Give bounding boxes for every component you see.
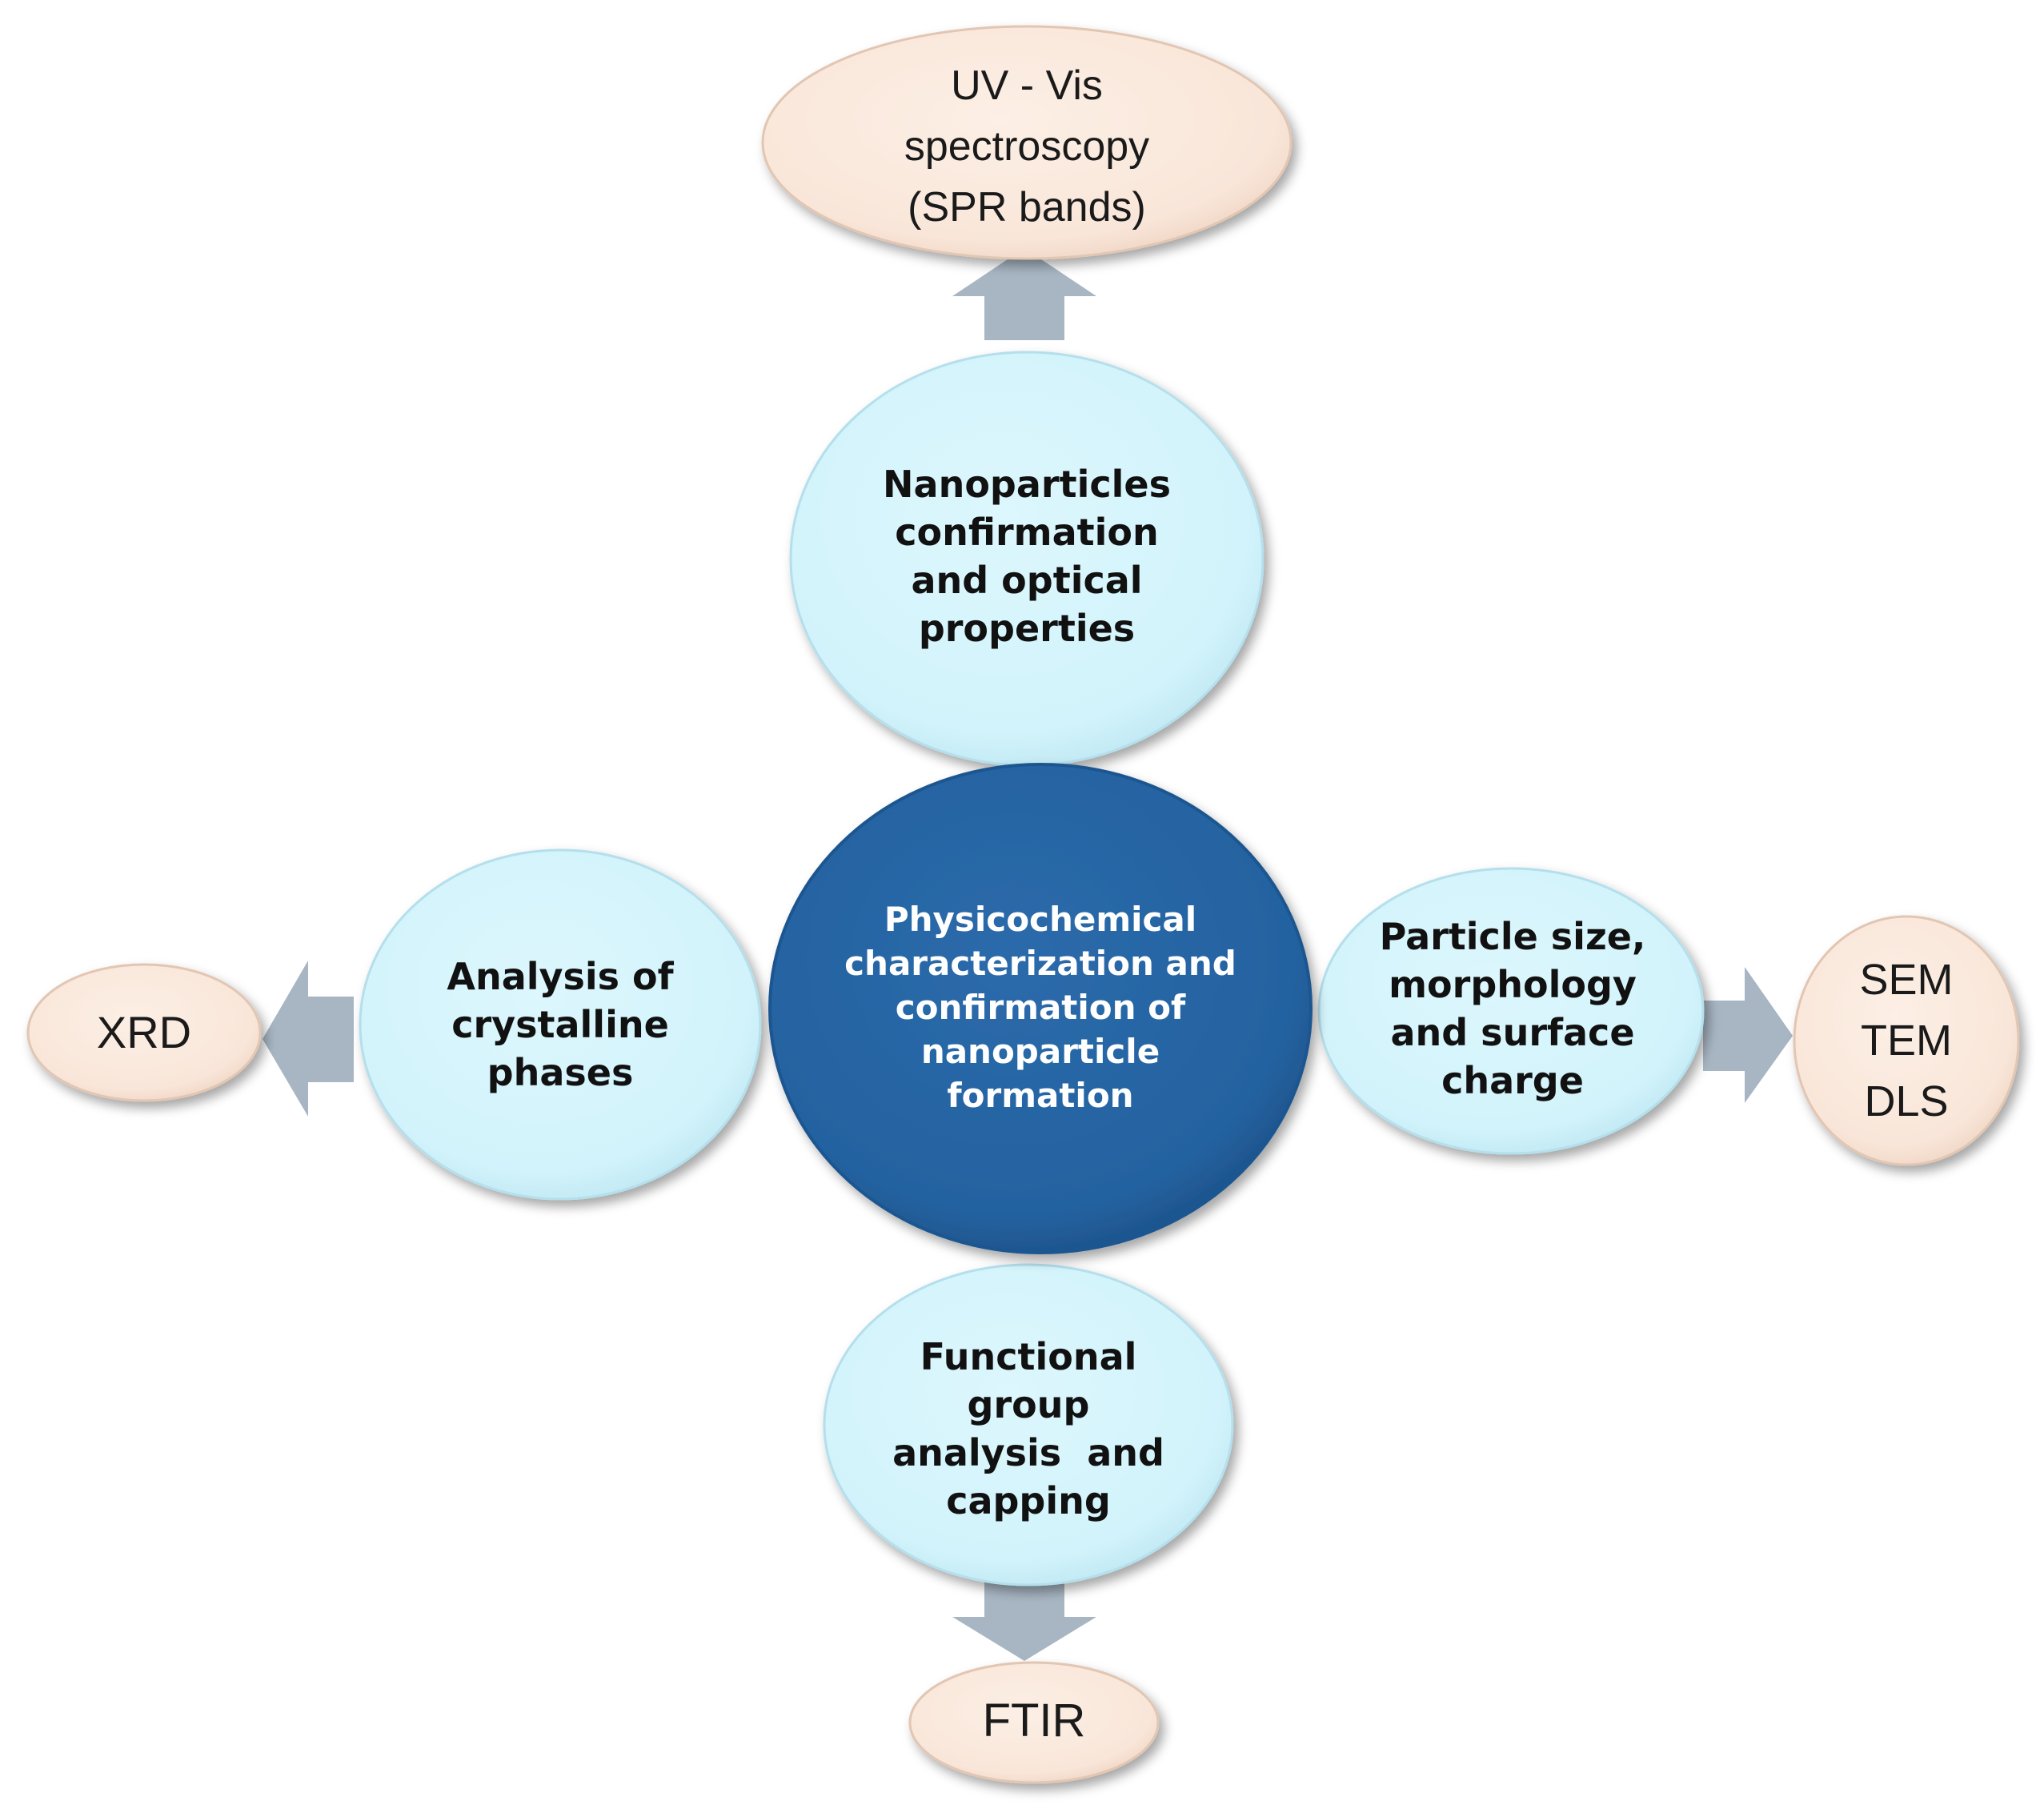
crystalline-line-1: Analysis of [447, 955, 674, 998]
center-line-3: confirmation of [895, 987, 1186, 1027]
property-node-particle-size [1317, 867, 1705, 1155]
property-node-functional-group [823, 1263, 1234, 1586]
arrow-left [263, 961, 354, 1117]
property-label-optical: Nanoparticles confirmation and optical p… [835, 452, 1219, 660]
technique-node-xrd [26, 963, 262, 1102]
center-line-5: formation [947, 1075, 1134, 1115]
technique-node-uv-vis [761, 25, 1293, 260]
technique-label-xrd: XRD [48, 989, 240, 1077]
technique-node-ftir [908, 1661, 1160, 1784]
ftir-line-1: FTIR [982, 1695, 1086, 1747]
crystalline-line-2: crystalline [451, 1003, 669, 1046]
optical-line-4: properties [918, 607, 1136, 650]
property-label-particle-size: Particle size, morphology and surface ch… [1345, 904, 1681, 1113]
arrow-down [952, 1577, 1096, 1661]
particle-line-4: charge [1441, 1059, 1584, 1102]
functional-line-2: group [967, 1383, 1090, 1426]
functional-line-1: Functional [920, 1335, 1137, 1378]
arrow-right [1703, 967, 1793, 1103]
particle-line-1: Particle size, [1379, 915, 1646, 958]
arrow-up [952, 248, 1096, 340]
particle-line-3: and surface [1390, 1011, 1635, 1054]
center-label: Physicochemical characterization and con… [832, 887, 1248, 1127]
xrd-line-1: XRD [96, 1007, 192, 1057]
center-node [768, 763, 1313, 1254]
uv-vis-line-1: UV - Vis [951, 62, 1103, 109]
optical-line-1: Nanoparticles [883, 463, 1171, 506]
uv-vis-line-3: (SPR bands) [908, 184, 1146, 231]
technique-label-uv-vis: UV - Vis spectroscopy (SPR bands) [803, 54, 1251, 239]
technique-label-sem-tem-dls: SEM TEM DLS [1810, 945, 2002, 1137]
optical-line-2: confirmation [895, 511, 1159, 554]
dls-line: DLS [1864, 1077, 1949, 1125]
technique-label-ftir: FTIR [930, 1681, 1138, 1761]
functional-line-3: analysis and [892, 1431, 1164, 1474]
crystalline-line-3: phases [487, 1051, 634, 1094]
property-label-functional-group: Functional group analysis and capping [860, 1325, 1196, 1533]
particle-line-2: morphology [1389, 963, 1637, 1006]
center-line-4: nanoparticle [920, 1031, 1160, 1071]
center-line-1: Physicochemical [884, 899, 1197, 939]
sem-line: SEM [1859, 956, 1954, 1004]
tem-line: TEM [1861, 1017, 1952, 1065]
uv-vis-line-2: spectroscopy [904, 123, 1150, 170]
property-node-crystalline [359, 848, 762, 1201]
optical-line-3: and optical [911, 559, 1143, 602]
technique-node-sem-tem-dls [1793, 915, 2020, 1166]
center-line-2: characterization and [844, 943, 1236, 983]
property-label-crystalline: Analysis of crystalline phases [400, 945, 720, 1105]
functional-line-4: capping [946, 1479, 1111, 1522]
